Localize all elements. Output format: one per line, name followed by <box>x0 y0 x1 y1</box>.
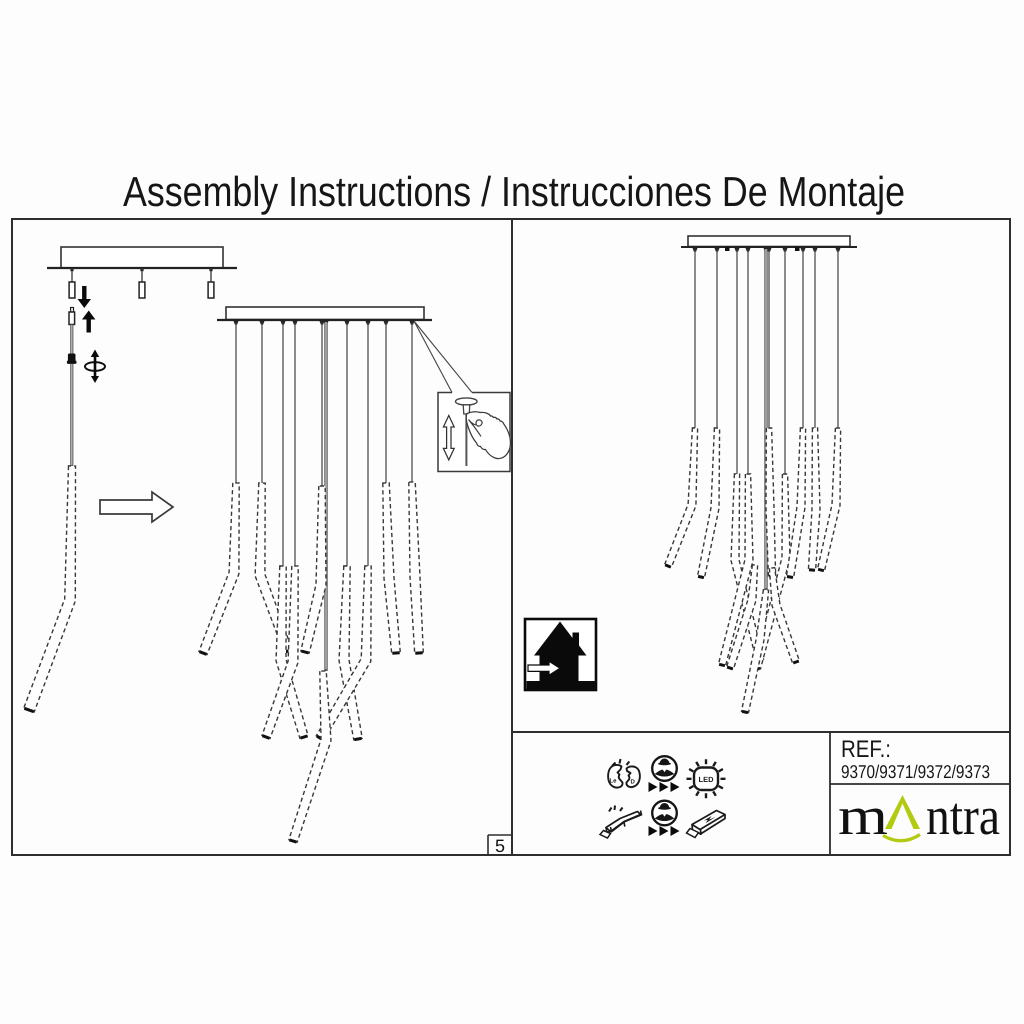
svg-text:5: 5 <box>495 836 505 856</box>
svg-text:9370/9371/9372/9373: 9370/9371/9372/9373 <box>841 761 990 782</box>
svg-text:m: m <box>838 786 888 846</box>
svg-text:REF.:: REF.: <box>841 736 891 763</box>
svg-text:LED: LED <box>699 775 715 784</box>
svg-text:ntra: ntra <box>926 786 1000 846</box>
svg-text:Le: Le <box>610 778 618 785</box>
svg-text:Assembly Instructions / Instru: Assembly Instructions / Instrucciones De… <box>123 168 905 215</box>
svg-text:D: D <box>631 779 636 786</box>
